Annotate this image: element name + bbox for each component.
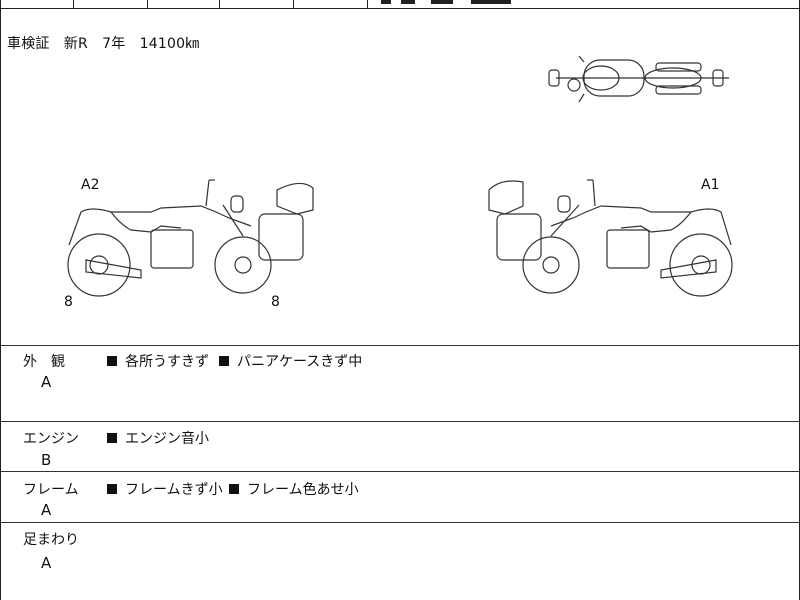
divider bbox=[1, 345, 800, 346]
row-grade-exterior: A bbox=[41, 373, 52, 391]
note-engine-1: エンジン音小 bbox=[107, 428, 209, 448]
divider bbox=[1, 471, 800, 472]
damage-mark-right: A1 bbox=[701, 177, 720, 193]
vehicle-registration-line: 車検証 新R 7年 14100㎞ bbox=[7, 36, 200, 52]
motorcycle-top-view bbox=[548, 55, 729, 103]
divider bbox=[1, 421, 800, 422]
row-grade-suspension: A bbox=[41, 554, 52, 572]
motorcycle-right-view bbox=[488, 179, 733, 297]
motorcycle-left-view bbox=[67, 179, 314, 297]
divider bbox=[1, 522, 800, 523]
wheel-grade-rear-left: 8 bbox=[271, 294, 280, 310]
row-grade-frame: A bbox=[41, 501, 52, 519]
damage-mark-left: A2 bbox=[81, 177, 100, 193]
note-exterior-1: 各所うすきず bbox=[107, 351, 209, 371]
row-grade-engine: B bbox=[41, 451, 52, 469]
row-label-engine: エンジン bbox=[23, 431, 79, 447]
note-frame-2: フレーム色あせ小 bbox=[229, 479, 359, 499]
motorcycle-diagrams bbox=[67, 55, 733, 297]
wheel-grade-front-left: 8 bbox=[64, 294, 73, 310]
note-exterior-2: パニアケースきず中 bbox=[219, 351, 362, 371]
top-header-strip bbox=[1, 0, 800, 9]
row-label-suspension: 足まわり bbox=[23, 532, 79, 548]
row-label-frame: フレーム bbox=[23, 482, 79, 498]
row-label-exterior: 外 観 bbox=[23, 354, 65, 370]
note-frame-1: フレームきず小 bbox=[107, 479, 223, 499]
damage-diagram-area: A2 8 8 A1 bbox=[1, 10, 800, 345]
